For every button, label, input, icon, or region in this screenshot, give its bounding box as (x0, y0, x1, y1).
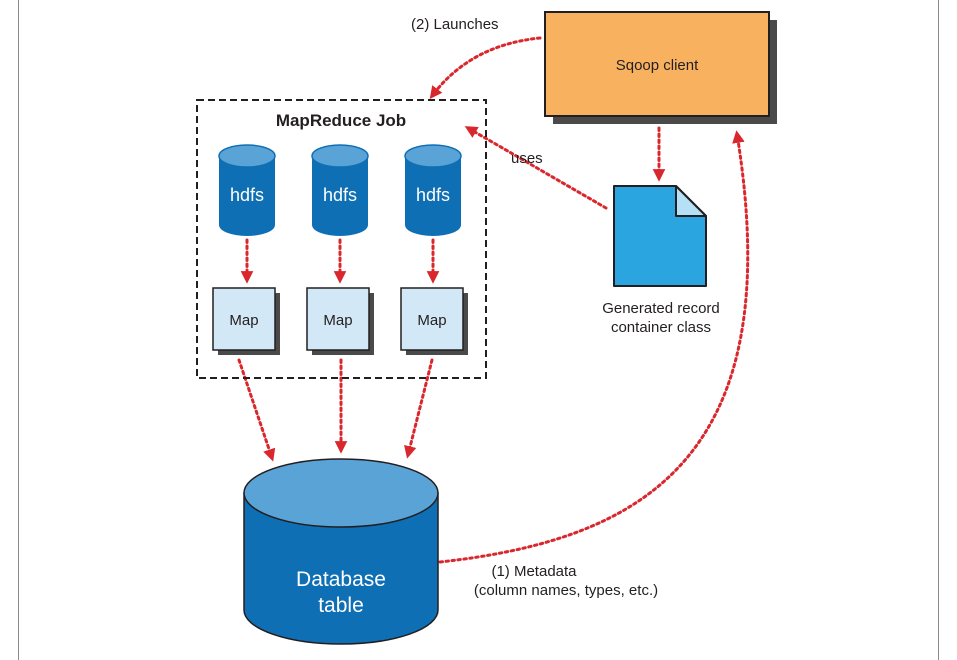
metadata-label-line2: (column names, types, etc.) (474, 582, 658, 599)
arrow-metadata (438, 130, 750, 564)
page-frame (18, 0, 939, 660)
arrow-map3-to-db (404, 358, 434, 459)
generated-file-icon (613, 185, 707, 287)
mapreduce-job-container (196, 99, 487, 379)
map-box: Map (400, 287, 468, 355)
map-box: Map (306, 287, 374, 355)
hdfs-label: hdfs (323, 185, 357, 205)
database-table-cylinder: Database table (243, 458, 439, 645)
generated-file-label-line2: container class (611, 319, 711, 336)
sqoop-client-box: Sqoop client (544, 11, 777, 124)
hdfs-cylinder: hdfs (218, 144, 276, 236)
hdfs-label: hdfs (230, 185, 264, 205)
launches-label: (2) Launches (411, 16, 499, 33)
database-label-line1: Database (296, 568, 386, 591)
hdfs-label: hdfs (416, 185, 450, 205)
metadata-label-line1: (1) Metadata (491, 563, 577, 580)
map-label: Map (323, 312, 352, 329)
hdfs-cylinder: hdfs (404, 144, 462, 236)
hdfs-cylinder: hdfs (311, 144, 369, 236)
map-box: Map (212, 287, 280, 355)
map-label: Map (417, 312, 446, 329)
map-label: Map (229, 312, 258, 329)
generated-file-label-line1: Generated record (602, 300, 720, 317)
arrow-uses (464, 126, 608, 210)
uses-label: uses (511, 150, 543, 167)
arrow-map1-to-db (237, 358, 276, 462)
sqoop-client-label: Sqoop client (616, 57, 699, 74)
database-label-line2: table (318, 594, 364, 617)
arrow-launches (429, 36, 542, 100)
mapreduce-job-title: MapReduce Job (276, 111, 406, 130)
